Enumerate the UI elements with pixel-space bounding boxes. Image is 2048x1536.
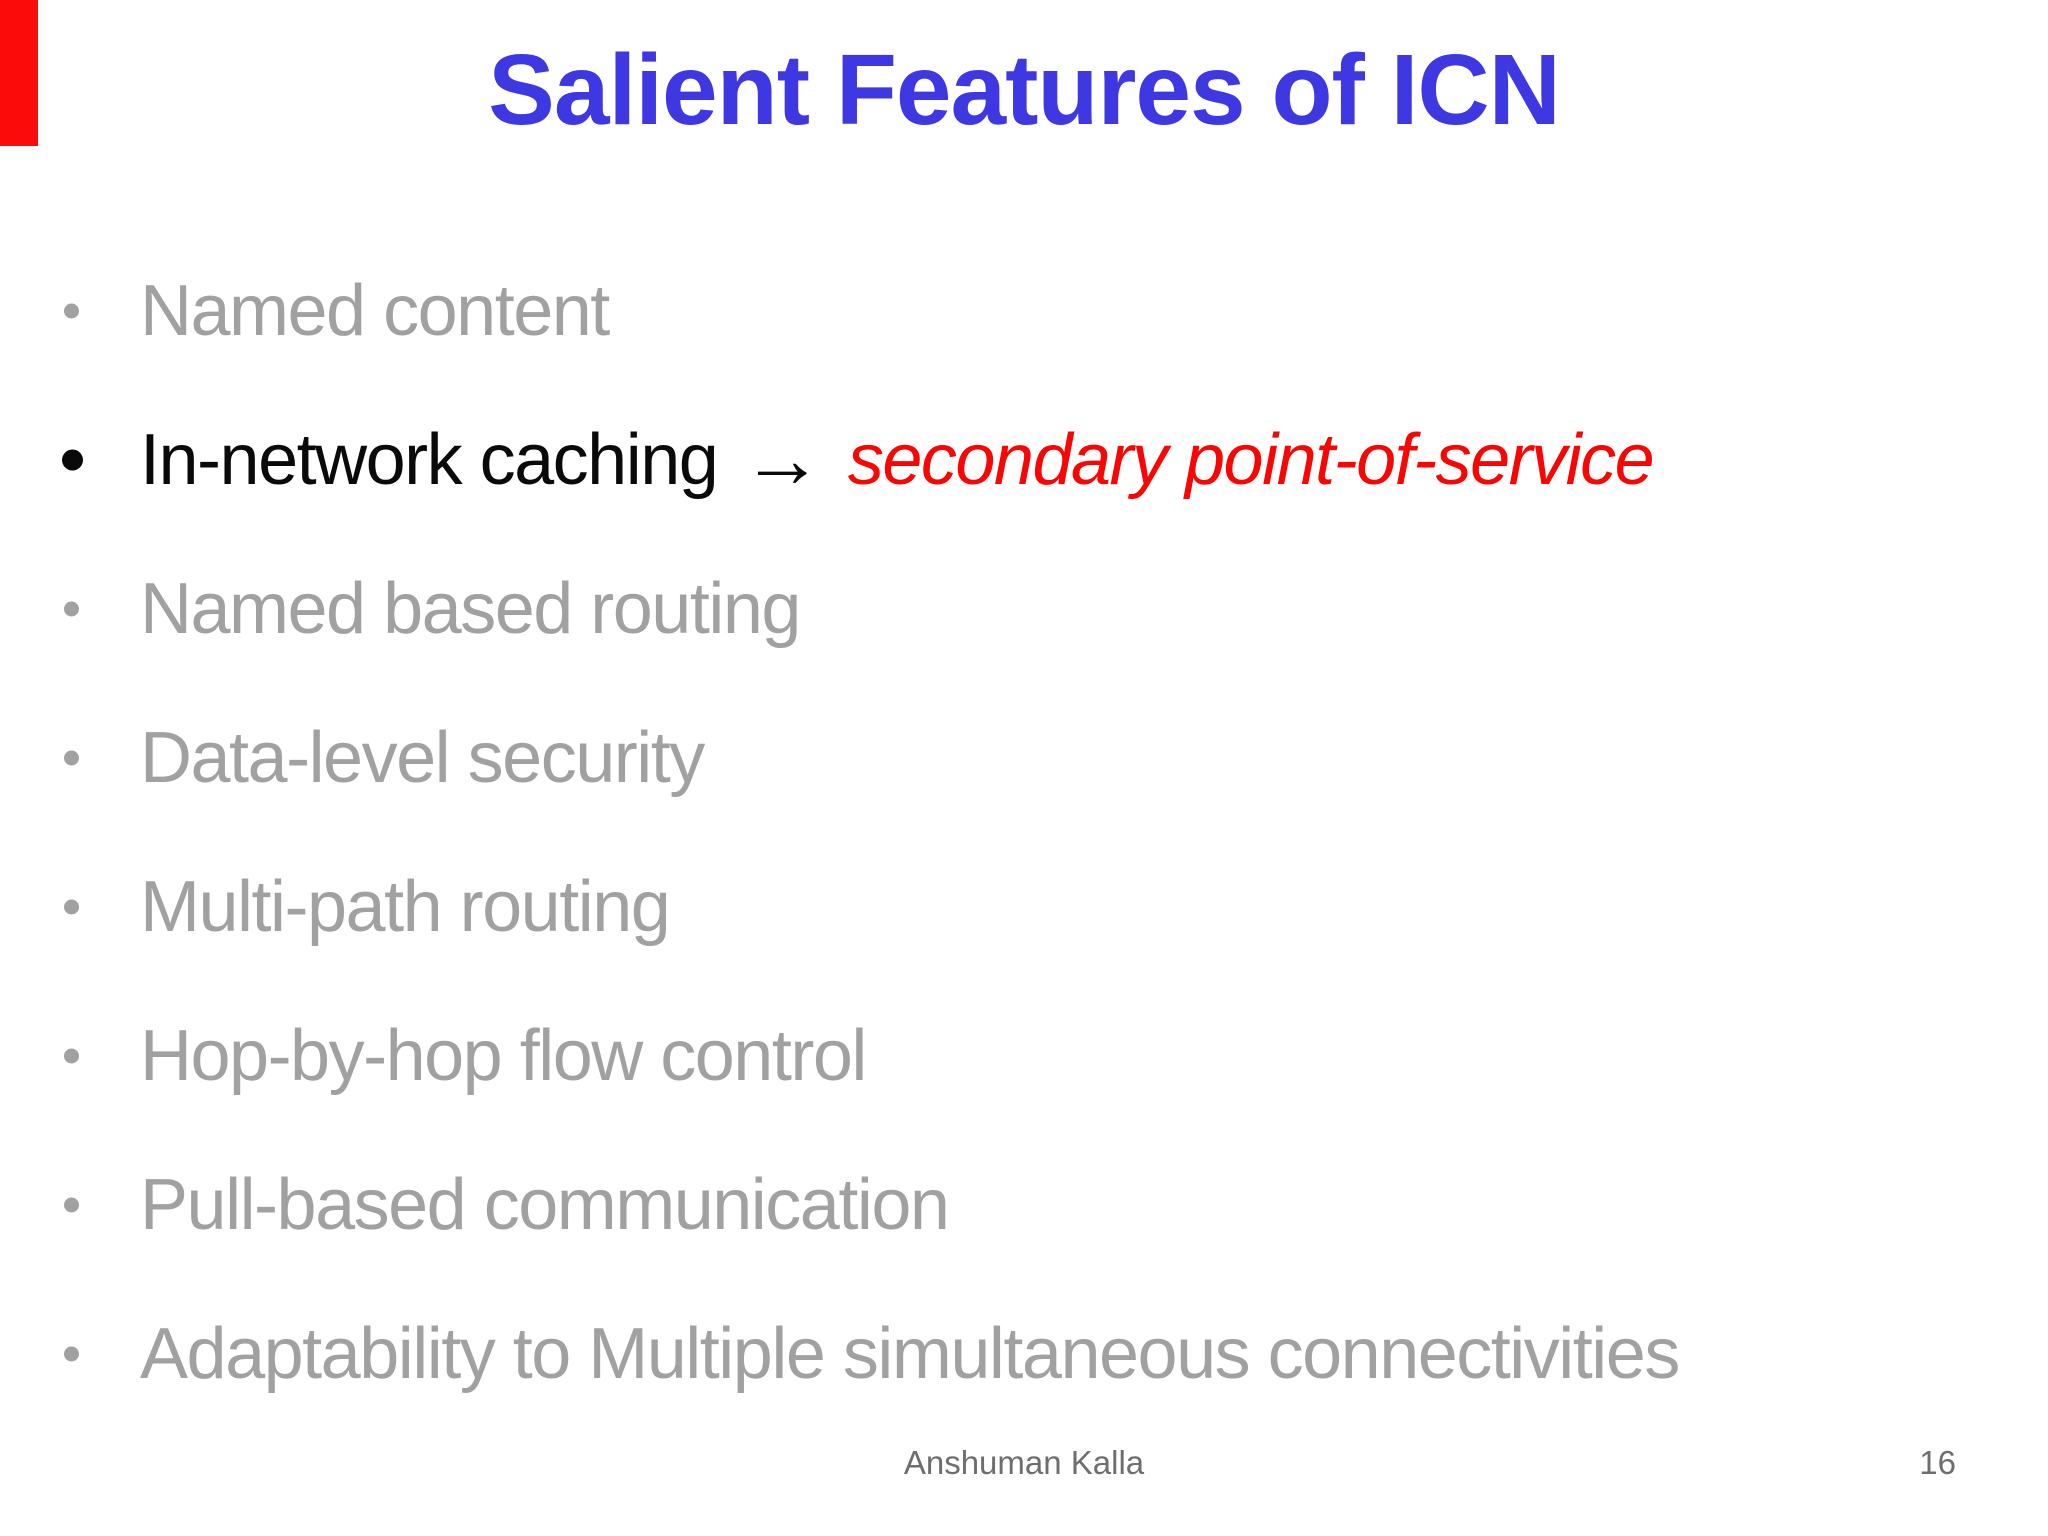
bullet-icon <box>62 449 83 470</box>
bullet-label: Named content <box>140 270 610 351</box>
bullet-icon <box>64 601 79 616</box>
corner-marker <box>0 0 38 146</box>
bullet-label: In-network caching <box>140 419 719 500</box>
bullet-label: Hop-by-hop flow control <box>140 1015 867 1096</box>
list-item: Adaptability to Multiple simultaneous co… <box>62 1279 2018 1428</box>
bullet-icon <box>64 303 79 318</box>
highlight-note: secondary point-of-service <box>847 419 1655 500</box>
list-item: Named content <box>62 236 2018 385</box>
bullet-icon <box>64 750 79 765</box>
list-item: Pull-based communication <box>62 1130 2018 1279</box>
list-item: Hop-by-hop flow control <box>62 981 2018 1130</box>
slide-footer: Anshuman Kalla 16 <box>0 1444 2048 1488</box>
arrow-right-icon: → <box>741 413 823 505</box>
slide-title: Salient Features of ICN <box>488 34 1561 146</box>
bullet-label: Named based routing <box>140 568 801 649</box>
bullet-label: Pull-based communication <box>140 1164 950 1245</box>
bullet-icon <box>64 1346 79 1361</box>
bullet-label: Data-level security <box>140 717 705 798</box>
list-item: Multi-path routing <box>62 832 2018 981</box>
bullet-label: Multi-path routing <box>140 866 671 947</box>
bullet-label: Adaptability to Multiple simultaneous co… <box>140 1313 1680 1394</box>
bullet-icon <box>64 899 79 914</box>
list-item: In-network caching → secondary point-of-se… <box>62 385 2018 534</box>
list-item: Named based routing <box>62 534 2018 683</box>
bullet-icon <box>64 1197 79 1212</box>
footer-author: Anshuman Kalla <box>903 1444 1145 1481</box>
list-item: Data-level security <box>62 683 2018 832</box>
page-number: 16 <box>1919 1444 1956 1481</box>
bullet-icon <box>64 1048 79 1063</box>
